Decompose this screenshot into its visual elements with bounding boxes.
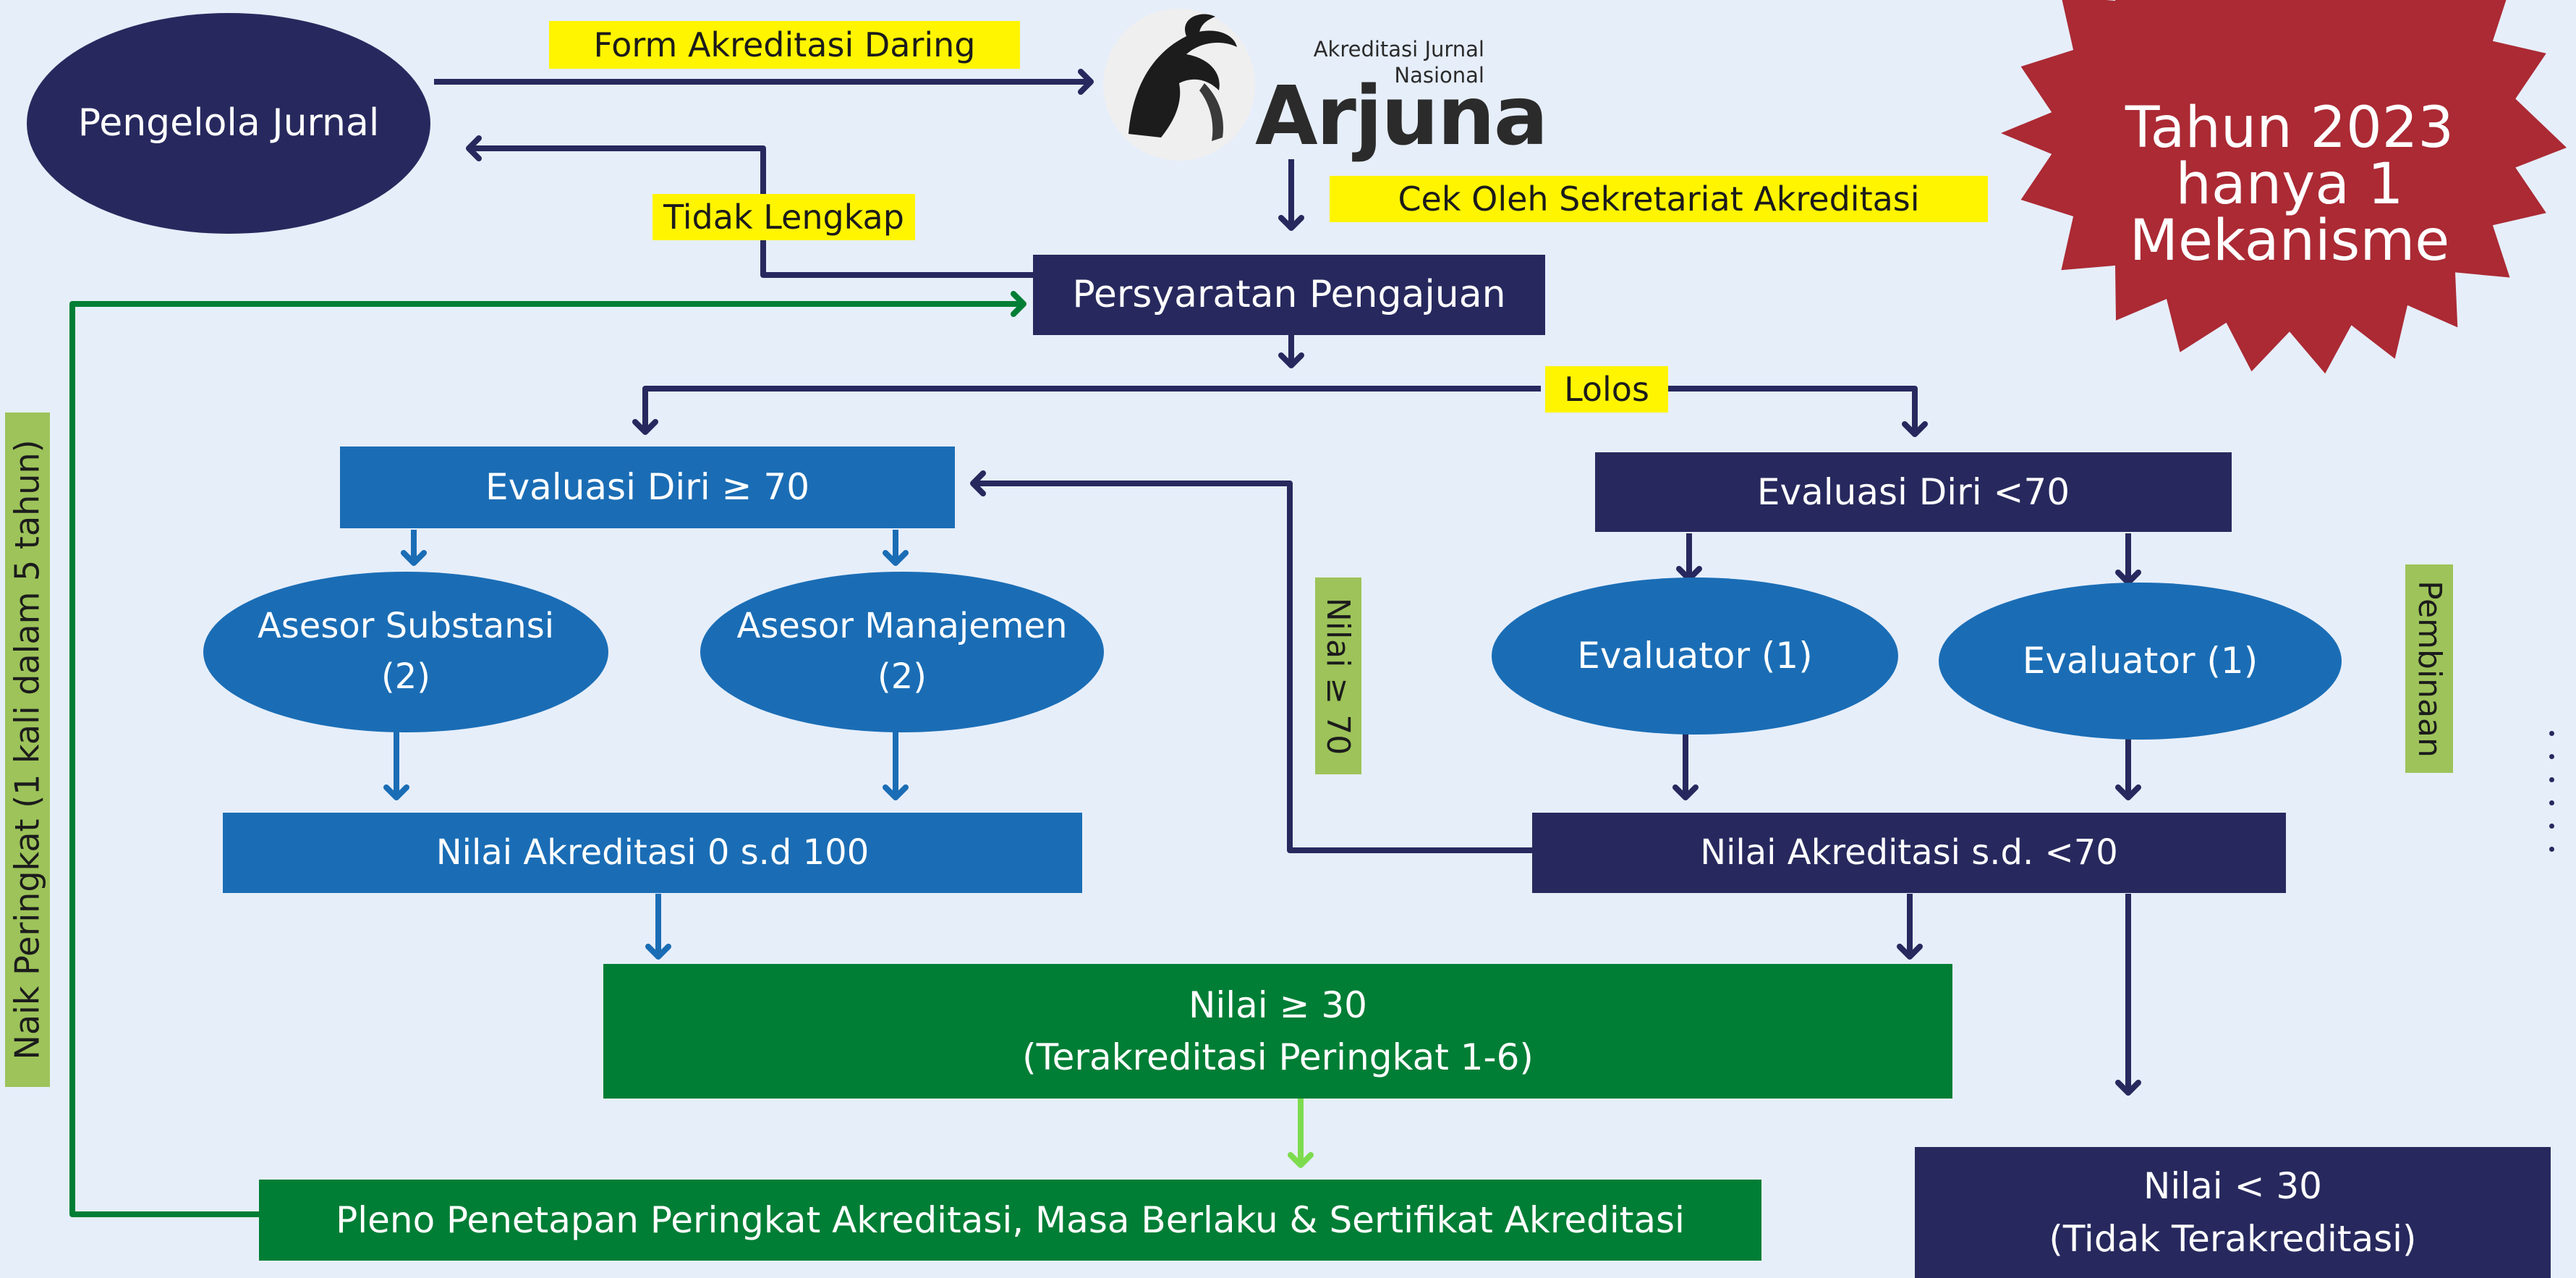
node-asesor-substansi: Asesor Substansi (2)	[203, 572, 608, 732]
node-nilai-akreditasi-low: Nilai Akreditasi s.d. <70	[1532, 813, 2286, 893]
arrow-nilai-70-feedback	[970, 470, 1534, 853]
badge-starburst	[2001, 0, 2567, 374]
node-asesor-manajemen: Asesor Manajemen (2)	[700, 572, 1104, 732]
arrow-lolos-right	[1664, 386, 1928, 437]
label-nilai-70-text: Nilai ≥ 70	[1319, 597, 1357, 755]
label-pembinaan: Pembinaan	[2405, 564, 2453, 773]
node-pleno: Pleno Penetapan Peringkat Akreditasi, Ma…	[259, 1180, 1761, 1261]
arrow-naik-peringkat	[69, 291, 1026, 1217]
node-evaluasi-diri-low: Evaluasi Diri <70	[1595, 452, 2232, 532]
label-naik-peringkat-text: Naik Peringkat (1 kali dalam 5 tahun)	[8, 439, 48, 1060]
label-naik-peringkat: Naik Peringkat (1 kali dalam 5 tahun)	[5, 412, 50, 1087]
node-nilai-akreditasi-full: Nilai Akreditasi 0 s.d 100	[223, 813, 1082, 893]
badge-text: Tahun 2023 hanya 1 Mekanisme	[2125, 96, 2454, 274]
label-cek-sekretariat: Cek Oleh Sekretariat Akreditasi	[1330, 176, 1988, 222]
node-persyaratan-pengajuan: Persyaratan Pengajuan	[1033, 255, 1545, 335]
ellipsis-dots	[2549, 731, 2558, 870]
node-evaluasi-diri-high: Evaluasi Diri ≥ 70	[340, 447, 955, 528]
logo-wordmark: Arjuna	[1255, 69, 1548, 164]
wayang-figure-icon	[1103, 9, 1255, 161]
arrow-lolos-left	[632, 386, 1541, 435]
label-nilai-70: Nilai ≥ 70	[1315, 577, 1361, 774]
logo-caption-line2: Nasional	[1394, 63, 1484, 88]
node-evaluator-1: Evaluator (1)	[1492, 577, 1898, 735]
label-lolos: Lolos	[1545, 366, 1668, 412]
label-tidak-lengkap: Tidak Lengkap	[652, 194, 915, 240]
node-pengelola-jurnal: Pengelola Jurnal	[27, 13, 430, 234]
label-pembinaan-text: Pembinaan	[2410, 580, 2448, 758]
logo-caption: Akreditasi Jurnal Nasional	[1273, 36, 1484, 89]
logo-caption-line1: Akreditasi Jurnal	[1313, 37, 1484, 62]
node-terakreditasi: Nilai ≥ 30 (Terakreditasi Peringkat 1-6)	[603, 964, 1952, 1099]
node-evaluator-2: Evaluator (1)	[1939, 583, 2342, 740]
node-tidak-terakreditasi: Nilai < 30 (Tidak Terakreditasi)	[1915, 1147, 2551, 1278]
label-form-daring: Form Akreditasi Daring	[549, 21, 1020, 69]
